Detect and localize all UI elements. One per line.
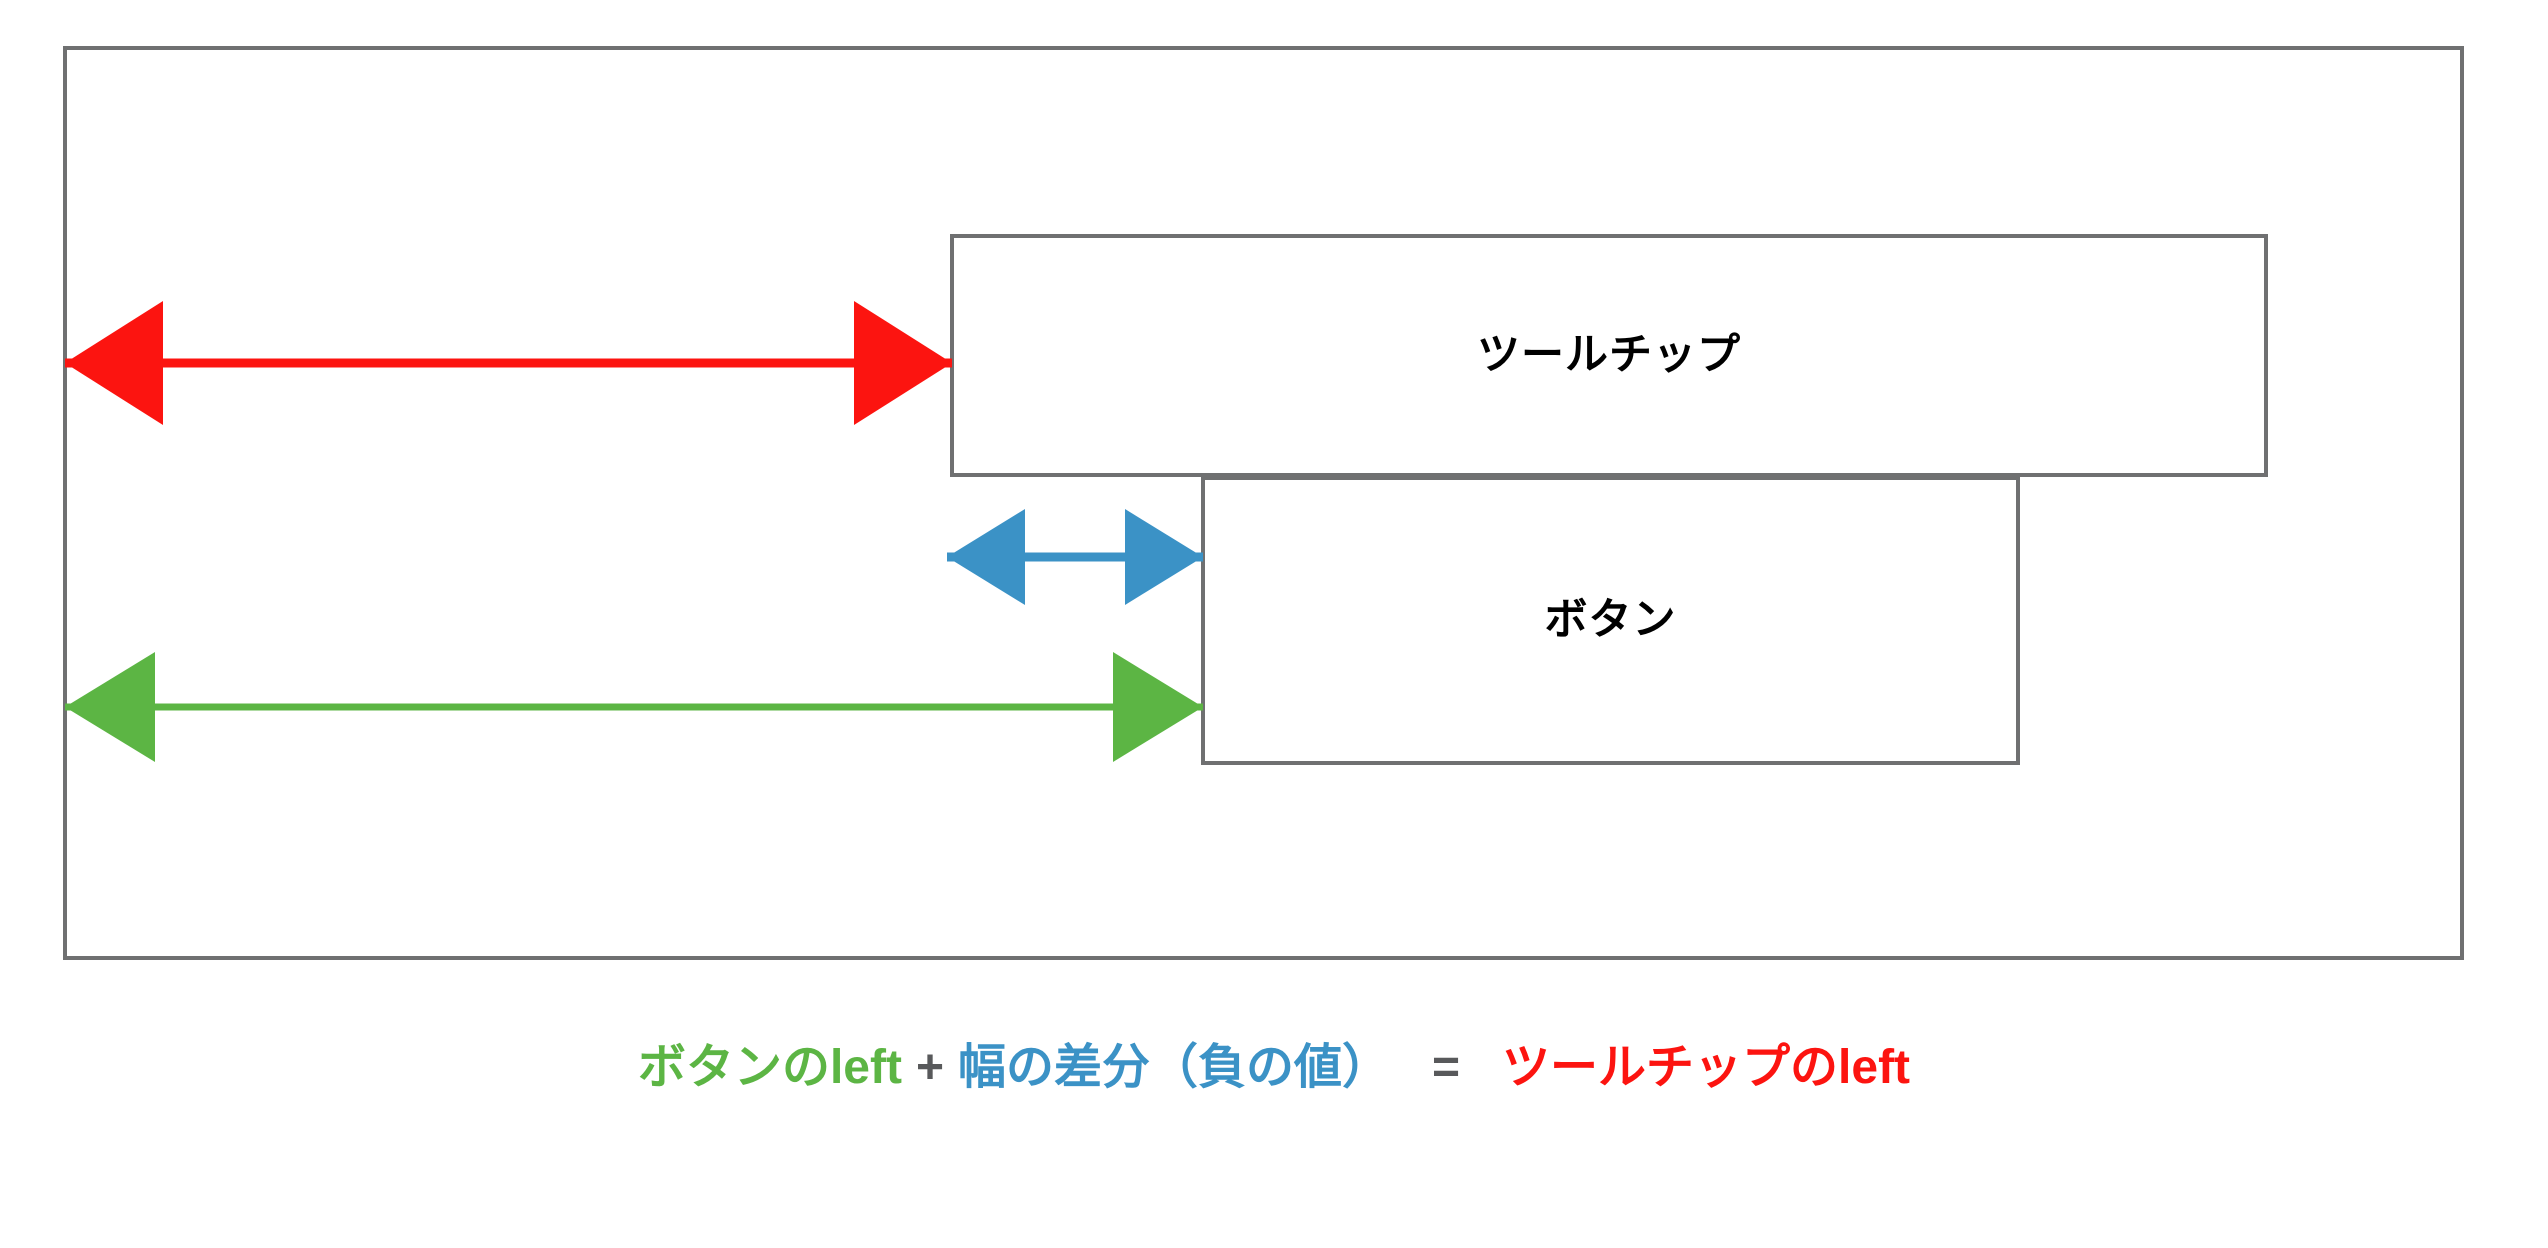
button-box-label: ボタン xyxy=(1544,596,1677,644)
formula-operator-plus: + xyxy=(915,1041,944,1094)
formula-operator-equals: = xyxy=(1432,1041,1461,1094)
formula-term-width-difference: 幅の差分（負の値） xyxy=(957,1041,1390,1094)
formula-term-tooltip-left: ツールチップのleft xyxy=(1502,1041,1911,1094)
formula-term-button-left: ボタンのleft xyxy=(637,1041,902,1094)
formula-caption: ボタンのleft+幅の差分（負の値） = ツールチップのleft xyxy=(0,1038,2548,1098)
button-box: ボタン xyxy=(1201,476,2020,765)
viewport-container xyxy=(63,46,2464,960)
tooltip-box-label: ツールチップ xyxy=(1477,331,1741,379)
tooltip-box: ツールチップ xyxy=(950,234,2268,477)
